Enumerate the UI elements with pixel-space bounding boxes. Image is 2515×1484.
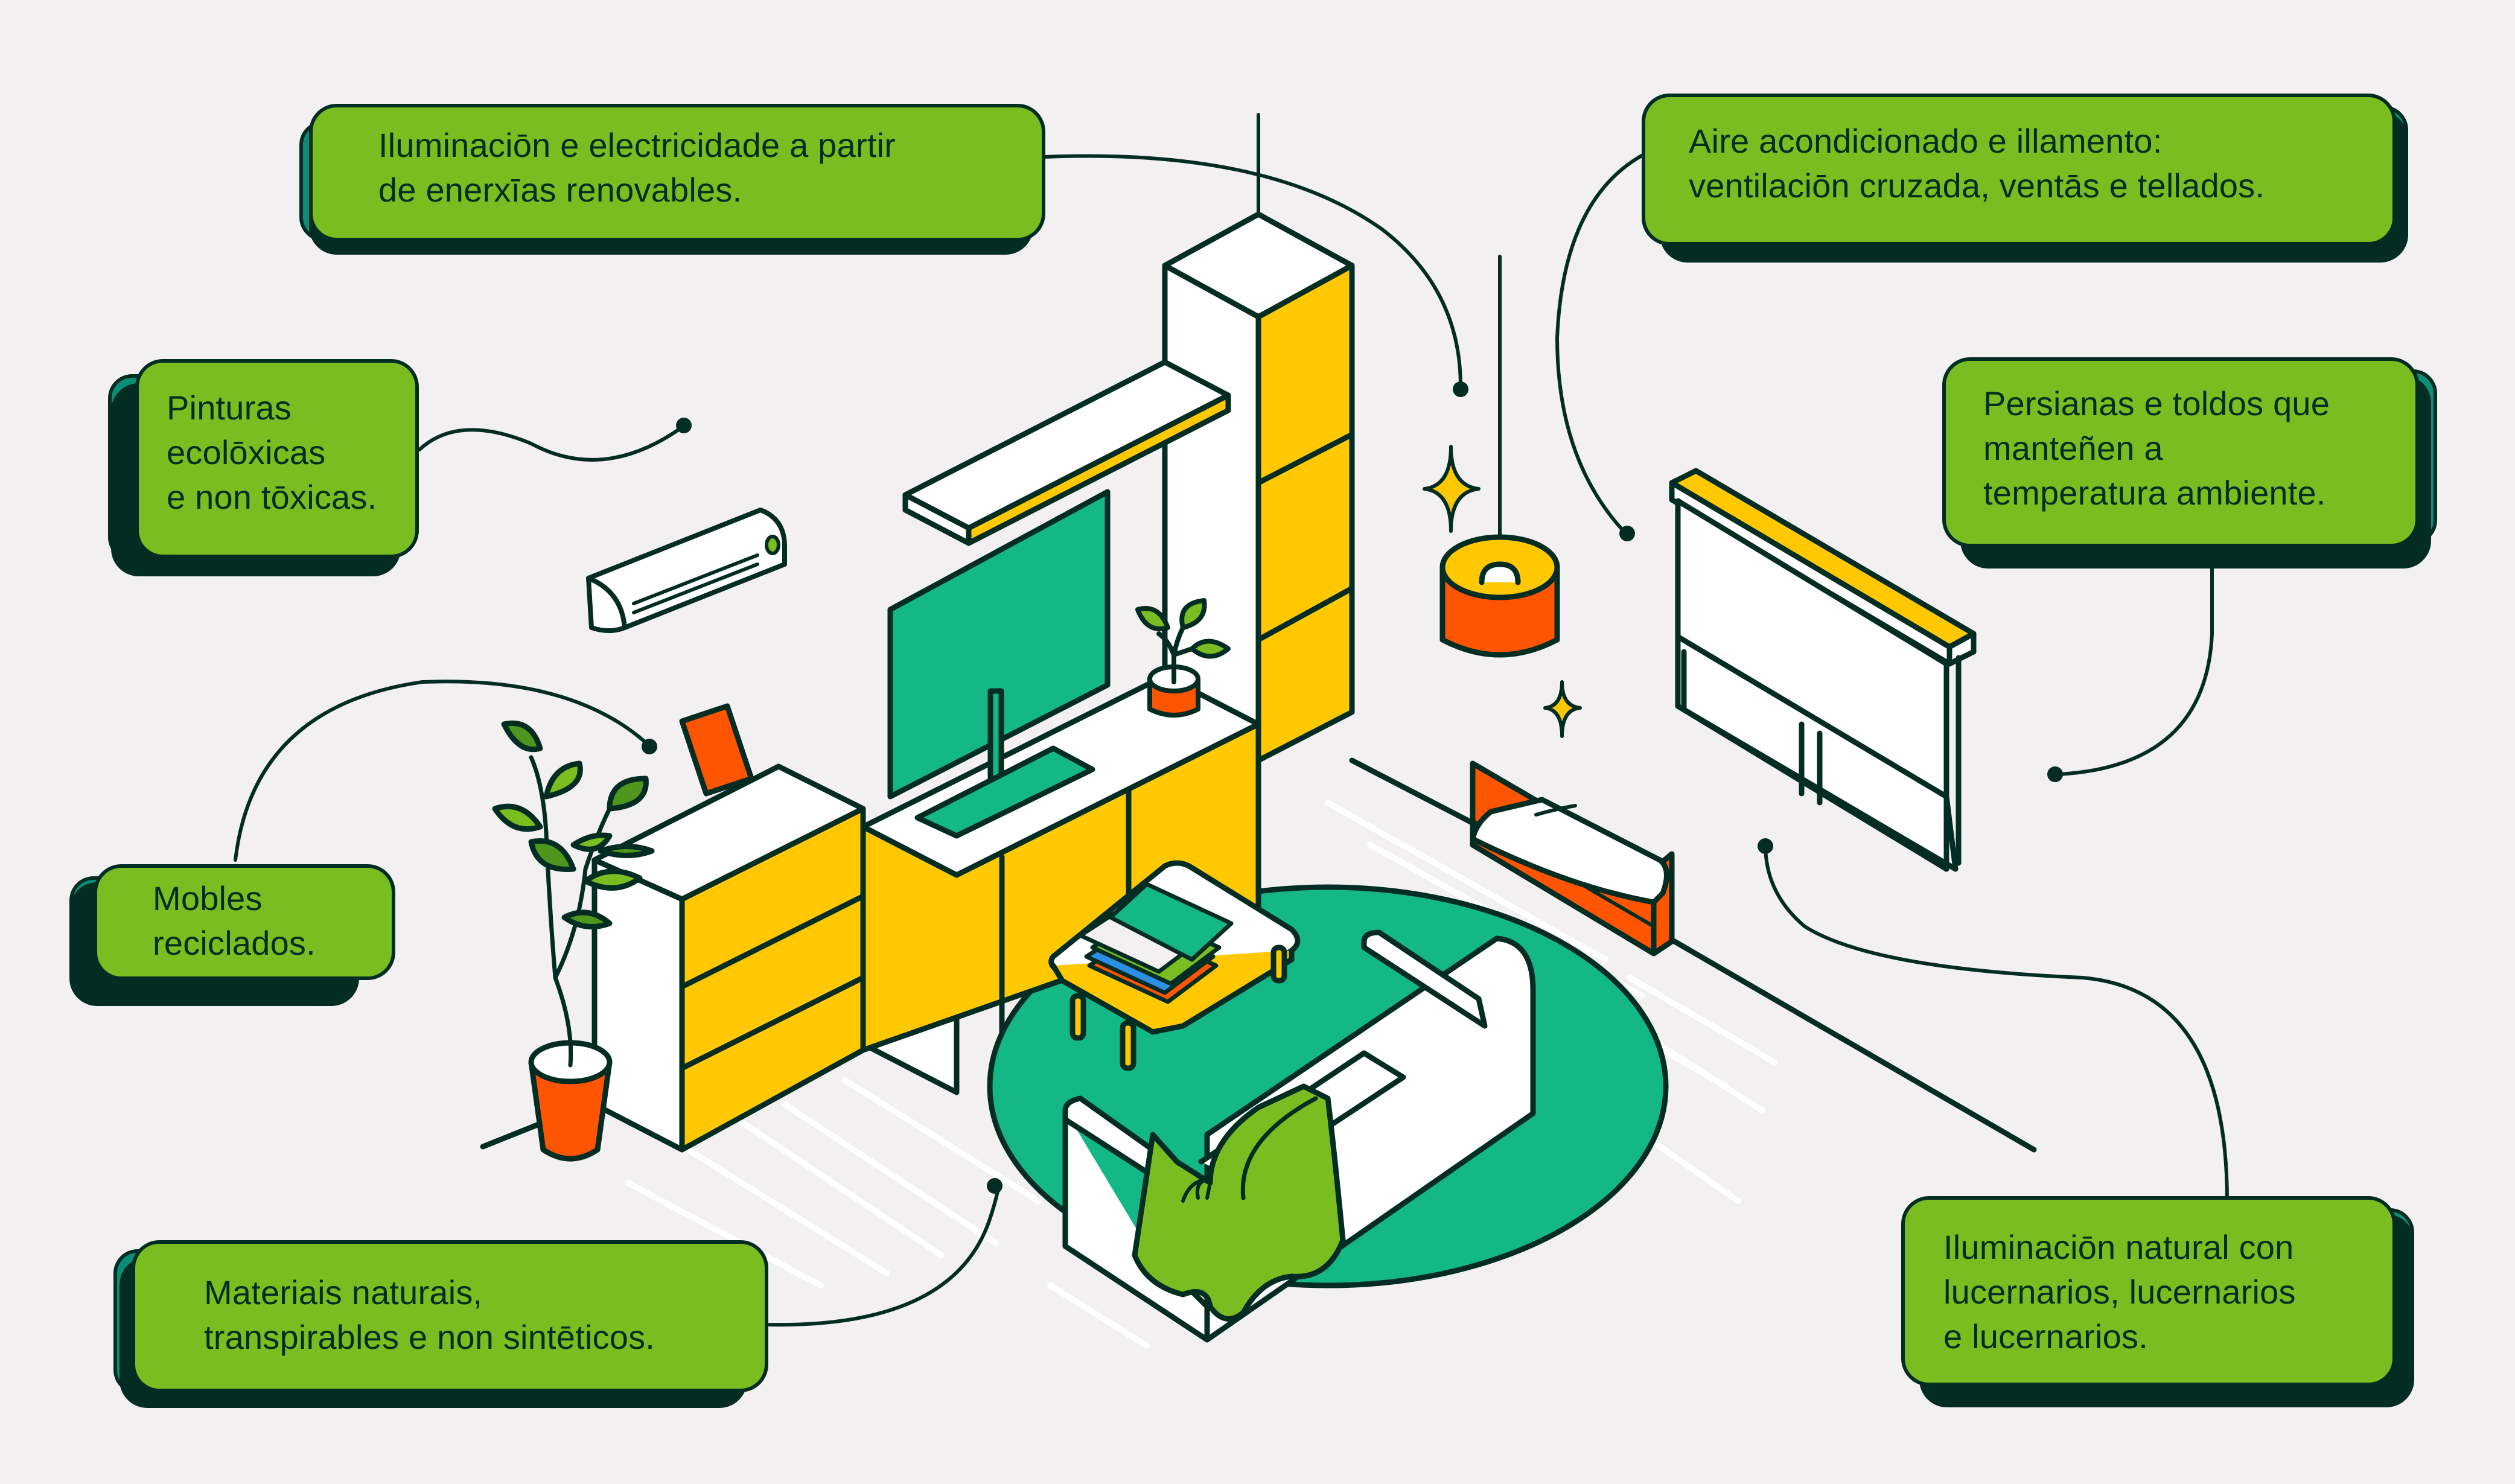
callout-ecological-paints: Pinturas ecolōxicas e non tōxicas. (108, 359, 419, 576)
dresser (591, 763, 866, 1153)
callout-air-conditioning: Aire acondicionado e illamento: ventilac… (1642, 94, 2408, 263)
connector-dots (642, 381, 2063, 1194)
callout-natural-lighting: Iluminaciōn natural con lucernarios, luc… (1901, 1196, 2414, 1407)
callout-natural-materials: Materiais naturais, transpirables e non … (113, 1240, 768, 1408)
small-potted-plant (1135, 598, 1231, 718)
photo-frame (679, 703, 754, 797)
air-conditioner (586, 508, 787, 633)
connector-lines (234, 149, 2229, 1327)
tall-potted-plant (492, 720, 655, 1162)
callout-text: Iluminaciōn natural con lucernarios, luc… (1943, 1228, 2296, 1355)
callout-text: Materiais naturais, transpirables e non … (204, 1273, 655, 1356)
throw-blanket (1132, 1083, 1346, 1322)
callout-text: Iluminaciōn e electricidade a partir de … (378, 126, 896, 209)
floating-shelf (902, 359, 1231, 546)
callout-text: Pinturas ecolōxicas e non tōxicas. (167, 389, 377, 516)
television (887, 489, 1111, 839)
callout-blinds-awnings: Persianas e toldos que manteñen a temper… (1942, 357, 2437, 568)
callout-text: Persianas e toldos que manteñen a temper… (1983, 384, 2330, 512)
book-stack (1078, 882, 1234, 1004)
roller-blind-window (1669, 468, 1977, 872)
sparkle-icon (1423, 445, 1582, 738)
callout-text: Aire acondicionado e illamento: ventilac… (1689, 122, 2265, 205)
pendant-lamp (1439, 255, 1560, 658)
callout-text: Mobles reciclados. (153, 879, 316, 962)
callout-renewable-energy: Iluminaciōn e electricidade a partir de … (299, 104, 1045, 255)
callout-recycled-furniture: Mobles reciclados. (69, 864, 395, 1006)
ottoman-basket (1470, 760, 1675, 957)
